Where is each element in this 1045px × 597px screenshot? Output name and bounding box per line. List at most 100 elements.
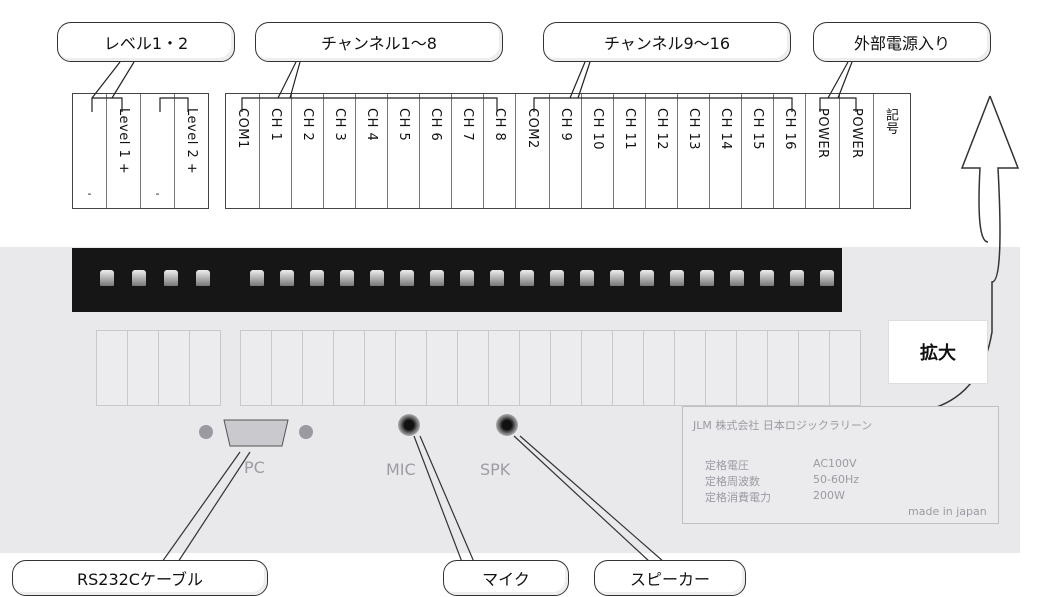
- strip-cell-com2: COM2: [516, 94, 550, 208]
- device-label-cell: [240, 330, 271, 406]
- strip-cell-ch7: CH 7: [452, 94, 484, 208]
- callout-channel-9-16-text: チャンネル9〜16: [603, 34, 731, 53]
- strip-minus: -: [87, 187, 92, 200]
- callout-rs232c-text: RS232Cケーブル: [76, 570, 204, 589]
- strip-cell: Level 2 +: [175, 94, 208, 208]
- terminal-screw: [370, 270, 384, 286]
- strip-cell-ch14: CH 14: [710, 94, 742, 208]
- device-label-cell: [550, 330, 581, 406]
- device-label-cell: [767, 330, 798, 406]
- device-label-cell: [612, 330, 643, 406]
- callout-power: 外部電源入り: [813, 22, 991, 62]
- device-label-cell: [426, 330, 457, 406]
- device-label-cell: [395, 330, 426, 406]
- device-label-cell: [333, 330, 364, 406]
- strip-cell-ch2: CH 2: [292, 94, 324, 208]
- terminal-screw: [550, 270, 564, 286]
- strip-cell-power2: POWER: [840, 94, 874, 208]
- strip-cell-ch5: CH 5: [388, 94, 420, 208]
- callout-channel-1-8-text: チャンネル1〜8: [321, 34, 437, 53]
- strip-label: CH 7: [460, 108, 475, 142]
- terminal-screw: [610, 270, 624, 286]
- terminal-screw: [730, 270, 744, 286]
- strip-cell: -: [141, 94, 175, 208]
- strip-minus: -: [155, 187, 160, 200]
- zoom-label-text: 拡大: [920, 343, 956, 364]
- terminal-screw: [520, 270, 534, 286]
- device-label-cell: [189, 330, 221, 406]
- callout-level: レベル1・2: [57, 22, 235, 62]
- strip-label: CH 9: [558, 108, 573, 142]
- plate-made: made in japan: [908, 505, 987, 518]
- strip-cell-kigou: 記号: [874, 94, 907, 208]
- strip-label: CH 16: [782, 108, 797, 151]
- device-label-cell: [829, 330, 861, 406]
- plate-row2-value: 50-60Hz: [813, 473, 860, 486]
- callout-speaker: スピーカー: [594, 560, 746, 596]
- terminal-block: [72, 248, 842, 312]
- terminal-screw: [490, 270, 504, 286]
- device-label-cell: [96, 330, 127, 406]
- terminal-screw: [132, 270, 146, 286]
- strip-cell-power1: POWER: [806, 94, 840, 208]
- strip-label: CH 2: [300, 108, 315, 142]
- callout-speaker-text: スピーカー: [629, 570, 710, 589]
- device-label-strip: [240, 330, 861, 406]
- strip-label: CH 14: [718, 108, 733, 151]
- strip-label: Level 2 +: [184, 108, 199, 175]
- device-label-cell: [271, 330, 302, 406]
- device-label-strip: [96, 330, 221, 406]
- strip-label: CH 6: [428, 108, 443, 142]
- strip-label: CH 4: [364, 108, 379, 142]
- strip-label: CH 5: [396, 108, 411, 142]
- terminal-screw: [196, 270, 210, 286]
- device-label-cell: [488, 330, 519, 406]
- terminal-screw: [400, 270, 414, 286]
- strip-label: CH 1: [268, 108, 283, 142]
- plate-brand: JLM 株式会社 日本ロジックラリーン: [693, 419, 873, 432]
- plate-row1-value: AC100V: [813, 457, 857, 470]
- terminal-screw: [250, 270, 264, 286]
- terminal-screw: [310, 270, 324, 286]
- plate-row3-value: 200W: [813, 489, 845, 502]
- strip-cell-ch12: CH 12: [646, 94, 678, 208]
- strip-label: CH 11: [622, 108, 637, 151]
- strip-cell-ch16: CH 16: [774, 94, 806, 208]
- strip-label: CH 10: [590, 108, 605, 151]
- device-label-cell: [364, 330, 395, 406]
- zoom-label: 拡大: [888, 320, 988, 384]
- callout-mic: マイク: [443, 560, 569, 596]
- device-label-cell: [519, 330, 550, 406]
- terminal-screw: [670, 270, 684, 286]
- callout-power-text: 外部電源入り: [853, 34, 950, 53]
- strip-cell-ch4: CH 4: [356, 94, 388, 208]
- strip-cell-ch6: CH 6: [420, 94, 452, 208]
- strip-label: Level 1 +: [116, 108, 131, 175]
- device-label-cell: [302, 330, 333, 406]
- serial-port-icon: [199, 419, 313, 447]
- device-label-cell: [581, 330, 612, 406]
- device-label-cell: [798, 330, 829, 406]
- strip-cell-ch8: CH 8: [484, 94, 516, 208]
- strip-cell-ch11: CH 11: [614, 94, 646, 208]
- strip-label: CH 3: [332, 108, 347, 142]
- terminal-screw: [164, 270, 178, 286]
- callout-level-text: レベル1・2: [103, 34, 189, 53]
- rating-plate: JLM 株式会社 日本ロジックラリーン 定格電圧 AC100V 定格周波数 50…: [682, 406, 999, 524]
- speaker-jack-icon: [496, 414, 518, 436]
- device-label-cell: [158, 330, 189, 406]
- terminal-screw: [340, 270, 354, 286]
- port-label-pc: PC: [244, 458, 265, 477]
- strip-cell-com1: COM1: [226, 94, 260, 208]
- strip-label: POWER: [849, 108, 864, 159]
- label-strip-channels: COM1 CH 1 CH 2 CH 3 CH 4 CH 5 CH 6 CH 7 …: [225, 93, 911, 209]
- strip-cell-ch10: CH 10: [582, 94, 614, 208]
- strip-cell: -: [73, 94, 107, 208]
- strip-cell-ch3: CH 3: [324, 94, 356, 208]
- strip-label: POWER: [815, 108, 830, 159]
- callout-channel-9-16: チャンネル9〜16: [543, 22, 791, 62]
- terminal-screw: [700, 270, 714, 286]
- terminal-screw: [100, 270, 114, 286]
- strip-cell: Level 1 +: [107, 94, 141, 208]
- strip-label: CH 13: [686, 108, 701, 151]
